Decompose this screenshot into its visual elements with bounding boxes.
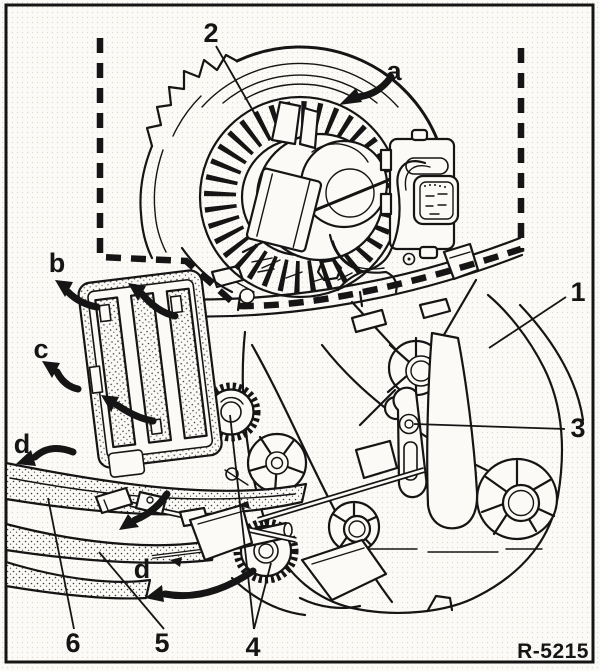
wiring-connector [336,128,460,292]
arrow-hose [119,490,171,530]
callout-d-lower: d [134,554,151,584]
callout-1: 1 [570,277,585,307]
motor-bracket [245,167,323,253]
hose-upper [4,461,308,516]
leader-4b [253,562,272,630]
callout-c: c [33,334,48,364]
air-outlet-lower [327,500,381,554]
leader-1 [488,296,567,349]
leader-4a [229,414,255,630]
leader-2 [215,45,265,131]
arrow-c-2 [101,395,157,425]
arrow-b-2 [128,283,179,320]
flap-vane [426,331,479,530]
arrow-a [339,73,395,105]
arrow-d-lower [145,567,257,602]
leader-3 [413,423,566,430]
arrow-b-1 [55,280,101,311]
hose-middle [4,522,218,564]
air-distribution-panel [77,269,223,478]
leader-lines [47,45,567,630]
air-outlet-right [475,457,559,541]
callout-4: 4 [245,632,260,662]
leader-5 [98,551,165,630]
plug-socket [412,174,460,226]
spoked-wheel [246,432,308,494]
callout-labels: 2 a b c d d 1 3 6 5 4 [14,18,586,662]
callout-d-upper: d [14,429,31,459]
arrow-d-upper [16,444,77,466]
removal-outline-dashed [96,38,525,310]
callout-6: 6 [65,628,80,658]
hose-lower [4,560,152,600]
housing-outer-rim [235,45,445,159]
callout-b: b [49,248,66,278]
callout-a: a [386,56,402,86]
callout-2: 2 [203,18,218,48]
hoses-and-cable [4,439,425,602]
figure-reference-code: R-5215 [517,640,589,663]
arrow-c-1 [42,361,82,393]
callout-5: 5 [154,628,169,658]
direction-arrows [16,73,395,602]
leader-6 [47,497,75,630]
callout-3: 3 [570,413,585,443]
figure-border [4,3,595,664]
